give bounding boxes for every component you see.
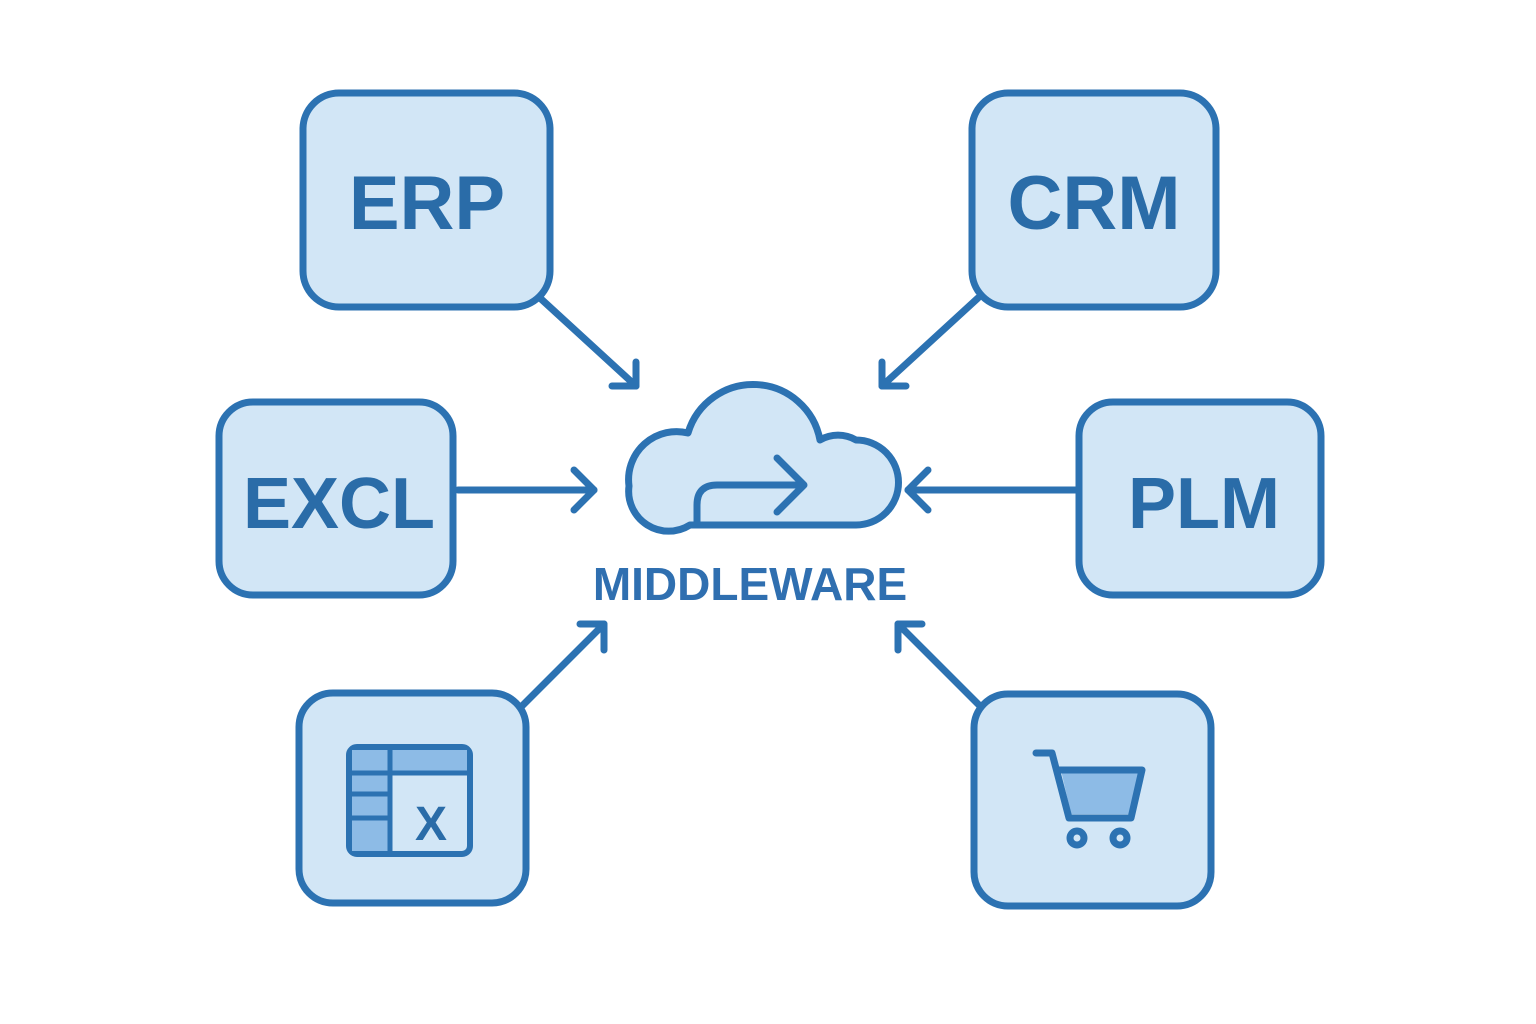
connector-plm-to-hub: [904, 466, 1082, 514]
connector-shop-to-hub: [894, 620, 984, 710]
shopping-cart-icon: [1032, 749, 1146, 849]
cloud-arrow-icon: [625, 380, 902, 535]
node-plm: PLM: [1075, 398, 1325, 599]
connector-excl-to-hub: [454, 466, 598, 514]
spreadsheet-glyph: X: [415, 798, 447, 851]
connector-crm-to-hub: [878, 294, 982, 390]
node-crm-label: CRM: [1007, 161, 1180, 246]
node-erp: ERP: [299, 89, 554, 311]
hub-middleware: MIDDLEWARE: [593, 380, 907, 610]
node-shop: [970, 690, 1215, 910]
hub-label: MIDDLEWARE: [593, 558, 907, 610]
spreadsheet-icon: X: [346, 744, 473, 857]
node-excl-label: EXCL: [243, 464, 435, 544]
connector-spreadsheet-to-hub: [518, 620, 608, 710]
node-spreadsheet: X: [295, 689, 530, 907]
connectors: [454, 294, 1082, 710]
node-crm: CRM: [968, 89, 1220, 311]
connector-erp-to-hub: [536, 294, 640, 390]
node-erp-label: ERP: [349, 161, 505, 246]
node-excl: EXCL: [215, 398, 457, 599]
node-plm-label: PLM: [1128, 464, 1280, 544]
